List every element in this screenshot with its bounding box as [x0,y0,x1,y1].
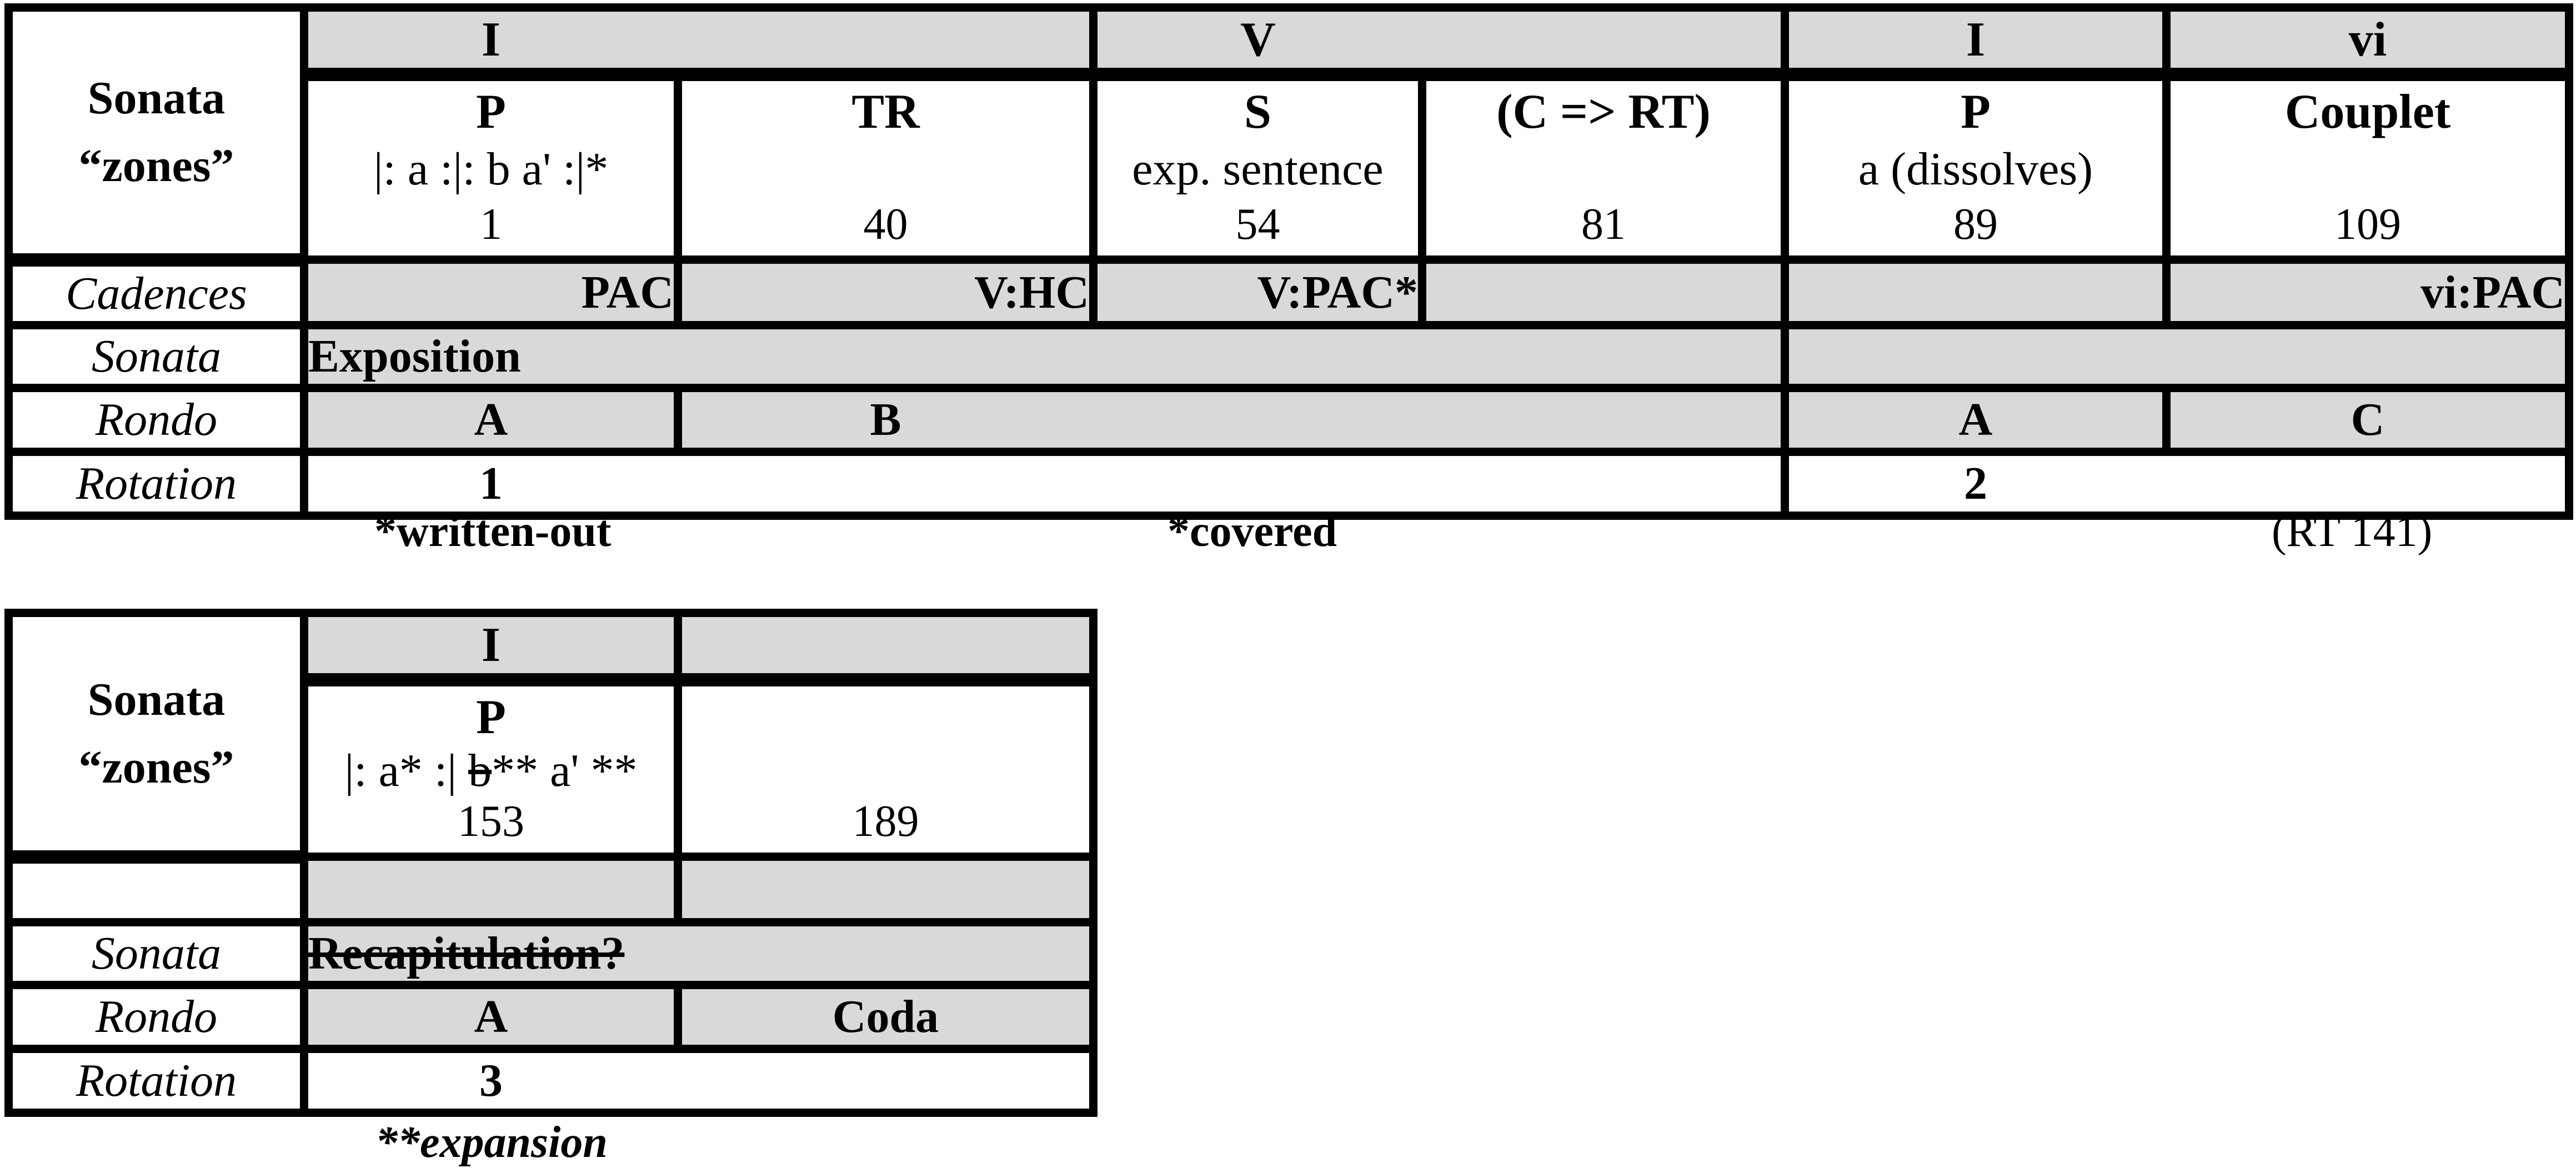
zone-cell-P-recap: P |: a* :| b** a' ** 153 [300,675,682,861]
corner-cell-sonata-zones-2: Sonata “zones” [4,609,308,864]
zone-desc-P-return: a (dissolves) [1858,143,2093,196]
key-cell-I-recap: I [300,609,682,686]
zone-measure-Couplet: 109 [2334,199,2401,249]
cadences-row-2-label-empty [4,853,308,926]
zone-cell-P-return: P a (dissolves) 89 [1781,70,2171,264]
zone-measure-P-return: 89 [1953,199,1998,249]
sonata-row: Sonata Exposition [4,320,2573,392]
zone-label-P-return: P [1961,85,1991,139]
recapitulation-cell: Recapitulation? [300,918,1097,989]
form-table-rotations-1-2: Sonata “zones” I V I vi P |: a :|: b a' … [4,3,2573,520]
sonata-row-2: Sonata Recapitulation? [4,918,1097,989]
key-cell-I-return: I [1781,3,2171,81]
cadences-row: Cadences PAC V:HC V:PAC* vi:PAC [4,255,2573,329]
zone-desc-S: exp. sentence [1132,143,1384,196]
zone-label-P-recap: P [476,690,506,744]
rotation-row-2-label: Rotation [4,1044,308,1117]
rondo-A2-cell: A [1781,383,2171,456]
zone-cell-TR: TR 40 [674,70,1097,264]
zone-measure-TR: 40 [863,199,908,249]
footnote-expansion: **expansion [375,1118,608,1167]
key-cell-V: V [1089,3,1789,81]
zone-label-Couplet: Couplet [2284,85,2451,139]
key-row-2: Sonata “zones” I [4,609,1097,864]
zone-label-TR: TR [851,85,920,139]
zones-row-2: P |: a* :| b** a' ** 153 189 [9,675,1097,861]
zone-cell-S: S exp. sentence 54 [1089,70,1426,264]
exposition-cell: Exposition [300,320,1789,392]
rondo-row-label: Rondo [4,383,308,456]
desc-post: ** a' ** [492,744,638,796]
zone-measure-P: 1 [480,199,502,249]
rotation-3-cell: 3 [300,1044,1097,1117]
corner-cell-sonata-zones: Sonata “zones” [4,3,308,267]
key-row: Sonata “zones” I V I vi [4,3,2573,267]
sonata-zones-line1: Sonata [87,72,225,124]
table2-footnote-line: **expansion [0,1117,2576,1173]
rotation-2-cell: 2 [1781,447,2573,520]
rotation-3-number: 3 [479,1055,503,1106]
sonata-empty-cell [1781,320,2573,392]
zone-label-S: S [1244,85,1271,139]
cadence-empty-p-return [1781,255,2171,329]
cadence-V-PAC: V:PAC* [1089,255,1426,329]
rondo-Coda-cell: Coda [674,980,1097,1053]
zones-row: P |: a :|: b a' :|* 1 TR 40 S exp. sente… [9,70,2573,264]
zone-measure-C-RT: 81 [1581,199,1626,249]
rondo-B-label: B [870,394,901,445]
zone-measure-189: 189 [852,797,919,846]
zone-label-C-RT: (C => RT) [1496,85,1711,139]
recapitulation-label: Recapitulation? [308,928,625,979]
form-table-rotation-3: Sonata “zones” I P |: a* :| b** a' ** 15… [4,609,1097,1117]
rondo-A1-cell: A [300,383,682,456]
cadences-row-2 [4,853,1097,926]
rondo-B-cell: B [674,383,1789,456]
footnote-covered: *covered [1167,507,1337,556]
zone-cell-Couplet: Couplet 109 [2162,70,2573,264]
key-cell-empty [674,609,1097,686]
footnote-written-out: *written-out [374,507,612,556]
rotation-2-number: 2 [1964,458,1987,509]
zone-desc-P-recap: |: a* :| b** a' ** [344,746,637,795]
footnote-rt-141: (RT 141) [2272,507,2433,556]
rondo-row-2-label: Rondo [4,980,308,1053]
sonata-zones-2-line1: Sonata [87,673,225,725]
rotation-1-number: 1 [479,458,503,509]
key-V-label: V [1240,13,1276,67]
cadences-row-label: Cadences [4,255,308,329]
zone-measure-P-recap: 153 [458,796,524,846]
sonata-zones-2-line2: “zones” [78,741,234,793]
rotation-row-2: Rotation 3 [4,1044,1097,1117]
sonata-zones-label-2: Sonata “zones” [17,621,296,844]
zone-label-P: P [476,85,506,139]
key-cell-vi: vi [2162,3,2573,81]
rondo-row: Rondo A B A C [4,383,2573,456]
zone-cell-C-RT: (C => RT) 81 [1418,70,1789,264]
cadence-vi-PAC: vi:PAC [2162,255,2573,329]
sonata-row-label: Sonata [4,320,308,392]
rondo-C-cell: C [2162,383,2573,456]
key-cell-I-exposition: I [300,3,1097,81]
table1-footnote-line: *written-out *covered (RT 141) [0,507,2576,562]
cadence-2-empty-2 [674,853,1097,926]
sonata-zones-line2: “zones” [78,140,234,192]
sonata-zones-label: Sonata “zones” [17,16,296,247]
desc-struck-b: b [468,744,492,796]
sonata-row-2-label: Sonata [4,918,308,989]
cadence-2-empty-1 [300,853,682,926]
key-I-label: I [481,13,501,67]
zone-cell-P: P |: a :|: b a' :|* 1 [300,70,682,264]
rotation-row: Rotation 1 2 [4,447,2573,520]
zone-desc-P: |: a :|: b a' :|* [373,143,609,196]
zone-measure-S: 54 [1235,199,1280,249]
zone-cell-189: 189 [674,675,1097,861]
rondo-A3-cell: A [300,980,682,1053]
cadence-empty-c-rt [1418,255,1789,329]
cadence-PAC: PAC [300,255,682,329]
rotation-1-cell: 1 [300,447,1789,520]
rondo-row-2: Rondo A Coda [4,980,1097,1053]
cadence-V-HC: V:HC [674,255,1097,329]
desc-pre: |: a* :| [344,744,469,796]
rotation-row-label: Rotation [4,447,308,520]
